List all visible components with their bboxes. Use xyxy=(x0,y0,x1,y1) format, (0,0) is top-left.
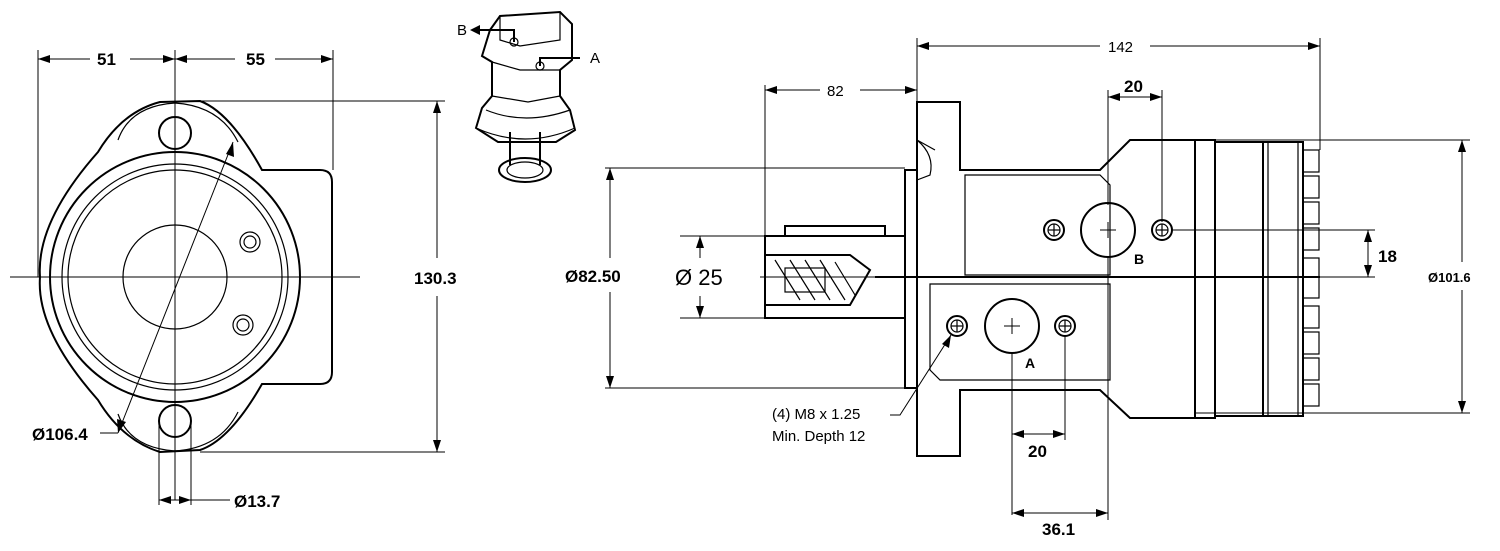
side-dim-1016-arrow-a xyxy=(1458,140,1466,152)
front-dim-pilot-diameter: Ø106.4 xyxy=(32,425,88,444)
iso-body-detail xyxy=(491,12,561,103)
front-boss-2-inner xyxy=(236,318,250,332)
side-thread-note-line2: Min. Depth 12 xyxy=(772,428,865,445)
side-chamfer-1 xyxy=(916,139,936,151)
front-dia-leader xyxy=(117,141,234,434)
side-bolt-3 xyxy=(1302,201,1320,225)
front-hole-arrow-b xyxy=(179,496,191,504)
front-dim-hole-diameter: Ø13.7 xyxy=(234,492,280,511)
side-thread-hole-3 xyxy=(946,315,968,337)
front-housing-outline xyxy=(38,99,333,454)
side-dim-82-arrow-a xyxy=(765,86,777,94)
side-dim-25-arrow-a xyxy=(696,236,704,248)
front-dim-51-arrow-b xyxy=(163,55,175,63)
side-dim-142-arrow-b xyxy=(1308,42,1320,50)
side-dim-20b-arrow-a xyxy=(1012,430,1024,438)
side-bolt-2 xyxy=(1302,175,1320,199)
side-band-3 xyxy=(1262,141,1304,417)
side-dim-flange-diameter: Ø82.50 xyxy=(565,267,621,286)
iso-arrow-b xyxy=(478,29,515,42)
side-dim-port-spacing-top: 20 xyxy=(1124,77,1143,96)
side-dim-361-arrow-a xyxy=(1012,509,1024,517)
front-dim-height: 130.3 xyxy=(414,269,457,288)
iso-shaft-end xyxy=(498,157,552,183)
front-flange-top xyxy=(117,102,239,143)
side-dim-142-arrow-a xyxy=(917,42,929,50)
side-thread-note-line1: (4) M8 x 1.25 xyxy=(772,406,860,423)
side-dim-82-arrow-b xyxy=(905,86,917,94)
side-housing-left xyxy=(916,101,1196,457)
side-dim-port-spacing-bottom: 20 xyxy=(1028,442,1047,461)
side-port-block-bottom xyxy=(929,283,1111,381)
side-dim-port-offset: 18 xyxy=(1378,247,1397,266)
side-thread-leader xyxy=(890,334,952,416)
side-thread-leader-arrow xyxy=(942,335,951,348)
front-dim-height-arrow-b xyxy=(433,440,441,452)
side-bolt-6 xyxy=(1302,305,1320,329)
front-dim-height-arrow-a xyxy=(433,101,441,113)
side-dim-25-arrow-b xyxy=(696,306,704,318)
iso-flange xyxy=(475,109,576,140)
front-boss-2 xyxy=(232,314,254,336)
side-dim-825-arrow-b xyxy=(606,376,614,388)
iso-arrow-b-head xyxy=(470,25,480,35)
side-port-b-label: B xyxy=(1134,251,1144,267)
front-boss-1 xyxy=(239,231,261,253)
side-dim-825-arrow-a xyxy=(606,168,614,180)
front-dia-arrow-top xyxy=(226,142,234,157)
side-band-1 xyxy=(1194,139,1216,419)
side-dim-18-arrow-a xyxy=(1364,230,1372,242)
side-port-block-top xyxy=(964,174,1111,276)
side-bolt-9 xyxy=(1302,383,1320,407)
side-dim-port-distance: 36.1 xyxy=(1042,520,1075,539)
side-dim-361-arrow-b xyxy=(1096,509,1108,517)
side-dim-20t-arrow-a xyxy=(1108,93,1120,101)
side-thread-hole-1 xyxy=(1043,219,1065,241)
side-bolt-4 xyxy=(1302,227,1320,251)
side-dim-18-arrow-b xyxy=(1364,265,1372,277)
front-dim-right-width: 55 xyxy=(246,50,265,69)
side-bolt-8 xyxy=(1302,357,1320,381)
iso-arrow-a xyxy=(539,57,580,66)
front-dim-51-arrow-a xyxy=(38,55,50,63)
iso-port-b-label: B xyxy=(457,22,467,39)
front-dim-55-arrow-b xyxy=(321,55,333,63)
side-bolt-5 xyxy=(1302,257,1320,299)
side-shaft-key xyxy=(784,225,886,237)
side-bolt-1 xyxy=(1302,149,1320,173)
side-shaft-hatch xyxy=(774,259,856,301)
front-dim-left-width: 51 xyxy=(97,50,116,69)
side-bolt-7 xyxy=(1302,331,1320,355)
iso-body xyxy=(474,10,577,143)
front-hole-arrow-a xyxy=(159,496,171,504)
side-dim-20b-arrow-b xyxy=(1053,430,1065,438)
iso-view: B A xyxy=(457,10,600,183)
side-dim-overall-length: 142 xyxy=(1108,39,1133,56)
side-dim-body-diameter: Ø101.6 xyxy=(1428,270,1471,285)
front-view: Ø106.4 51 55 130.3 Ø13.7 xyxy=(10,50,457,511)
iso-port-a-label: A xyxy=(590,50,600,67)
iso-shaft-end-inner xyxy=(506,161,544,179)
front-boss-1-inner xyxy=(243,235,257,249)
side-port-a-label: A xyxy=(1025,355,1035,371)
side-view: B A 142 xyxy=(565,38,1471,539)
side-shaft-thread xyxy=(784,267,826,293)
front-dia-arrow-bottom xyxy=(117,419,126,433)
side-flange-plate xyxy=(904,169,918,389)
side-end-bolts xyxy=(1302,149,1320,407)
side-dim-shaft-diameter: Ø 25 xyxy=(675,265,723,290)
side-band-2 xyxy=(1214,141,1264,417)
front-flange-bottom xyxy=(117,411,239,452)
side-dim-shaft-length: 82 xyxy=(827,83,844,100)
side-dim-20t-arrow-b xyxy=(1150,93,1162,101)
side-chamfer-2 xyxy=(916,139,932,181)
side-shaft-bore xyxy=(765,254,872,306)
front-dim-55-arrow-a xyxy=(175,55,187,63)
side-dim-1016-arrow-b xyxy=(1458,401,1466,413)
